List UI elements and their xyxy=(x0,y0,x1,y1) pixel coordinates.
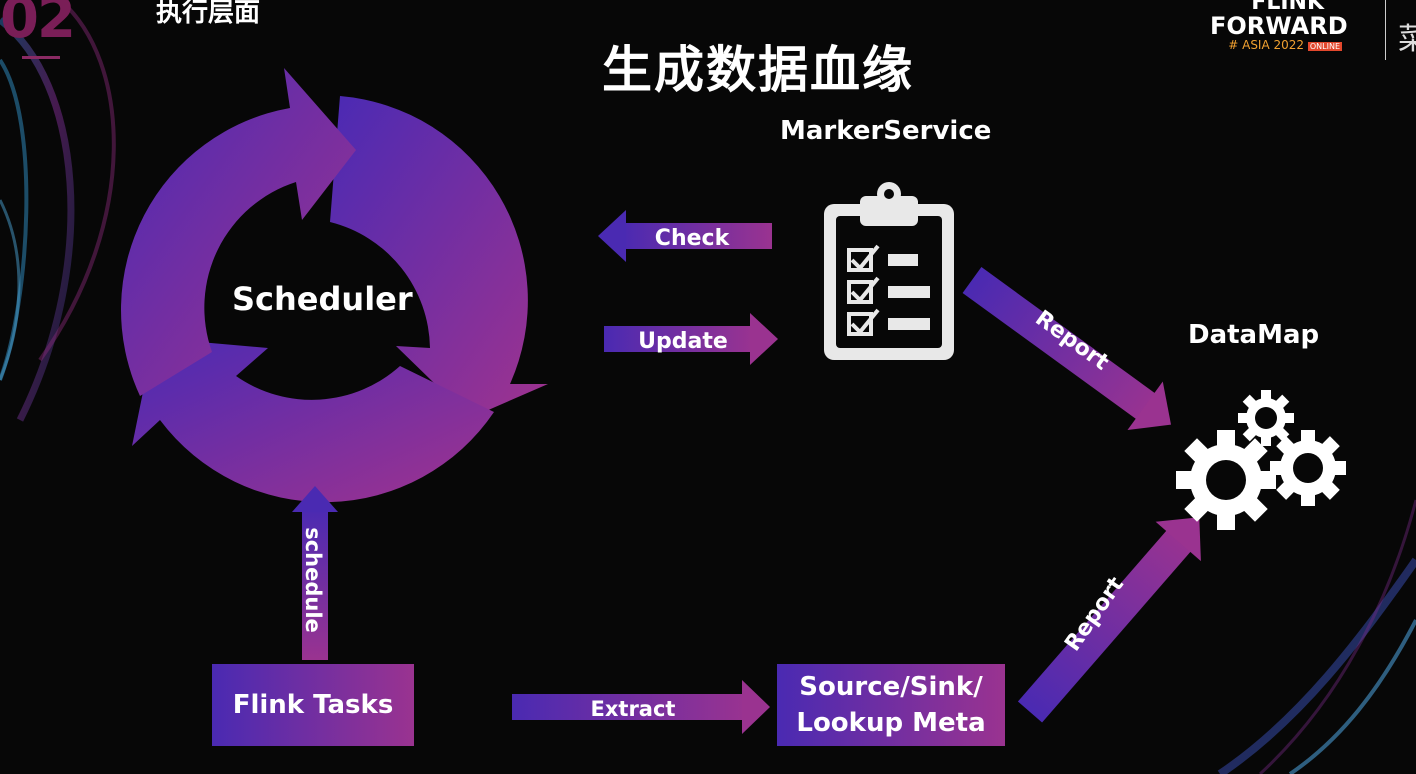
section-title: 执行层面 xyxy=(156,0,261,28)
logo-divider xyxy=(1385,0,1386,60)
logo-line2: FORWARD xyxy=(1210,12,1348,40)
gear-large-icon xyxy=(1176,430,1276,530)
logo-line1: FLINK xyxy=(1251,0,1324,15)
meta-box-line1: Source/Sink/ xyxy=(799,672,983,702)
section-number: 02 xyxy=(0,0,76,51)
report-bottom-arrow xyxy=(1017,517,1201,723)
marker-service-label: MarkerService xyxy=(780,116,992,146)
gear-small-icon xyxy=(1238,390,1294,446)
clipboard-checklist-icon xyxy=(824,182,954,360)
flink-forward-logo: FLINK FORWARD # ASIA 2022 ONLINE xyxy=(1210,0,1350,62)
gear-medium-icon xyxy=(1270,430,1346,506)
schedule-arrow xyxy=(292,486,338,660)
check-label: Check xyxy=(655,226,731,251)
flink-tasks-label: Flink Tasks xyxy=(232,690,394,720)
cycle-segment-bottom xyxy=(132,338,494,503)
scheduler-cycle-icon xyxy=(121,68,548,503)
logo-badge: ONLINE xyxy=(1307,42,1342,51)
schedule-label: schedule xyxy=(301,527,325,633)
section-underline xyxy=(22,56,60,59)
cycle-segment-left xyxy=(121,68,356,396)
update-label: Update xyxy=(638,329,728,354)
scheduler-label: Scheduler xyxy=(232,280,413,318)
datamap-label: DataMap xyxy=(1188,320,1320,350)
check-arrow xyxy=(598,210,772,262)
cycle-segment-right xyxy=(330,96,548,418)
extract-label: Extract xyxy=(591,697,676,721)
page-title: 生成数据血缘 xyxy=(602,41,914,99)
logo-cjk-fragment: 菜 xyxy=(1398,22,1416,57)
meta-box-line2: Lookup Meta xyxy=(796,708,986,738)
gears-icon xyxy=(1176,390,1346,530)
extract-arrow xyxy=(512,680,770,734)
flink-tasks-box: Flink Tasks xyxy=(212,664,414,746)
logo-line3-text: # ASIA 2022 xyxy=(1228,38,1305,52)
update-arrow xyxy=(604,313,778,365)
report-top-arrow xyxy=(962,267,1172,431)
meta-box: Source/Sink/ Lookup Meta xyxy=(777,664,1005,746)
logo-line3: # ASIA 2022 ONLINE xyxy=(1210,38,1350,54)
